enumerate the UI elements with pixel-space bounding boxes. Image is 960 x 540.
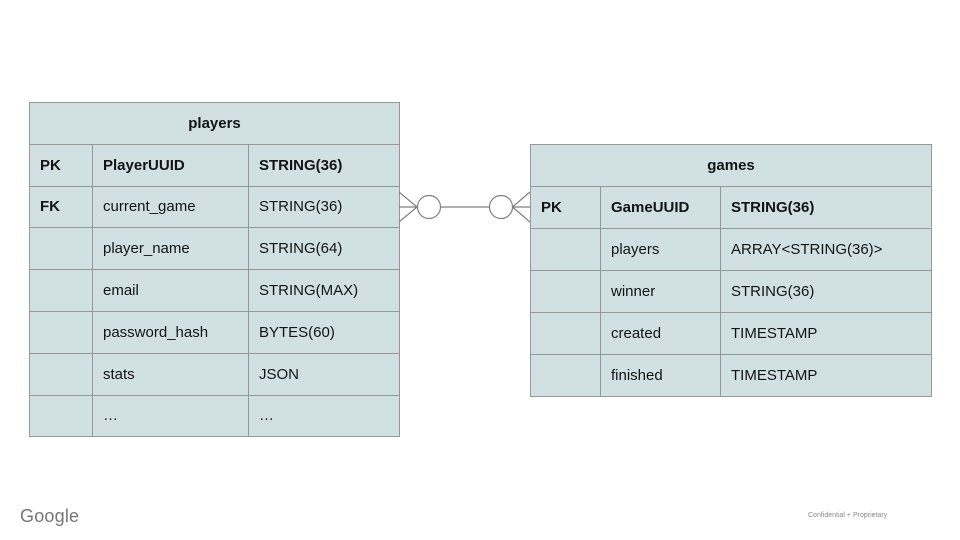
cell-type: JSON — [247, 352, 401, 396]
table-row: stats JSON — [29, 352, 401, 396]
cell-field: players — [600, 228, 721, 271]
zero-circle-left-icon — [416, 194, 442, 220]
cell-type: STRING(36) — [719, 186, 933, 229]
cell-field: stats — [92, 352, 249, 396]
games-table: games PK GameUUID STRING(36) players ARR… — [529, 144, 933, 397]
relationship-connector — [399, 191, 530, 223]
cell-key: PK — [530, 186, 601, 229]
cell-type: STRING(64) — [247, 227, 401, 271]
cell-field: player_name — [92, 227, 249, 271]
cell-type: STRING(36) — [247, 185, 401, 229]
cell-key — [530, 312, 601, 355]
cell-key — [29, 310, 93, 354]
cell-key — [530, 354, 601, 397]
cell-field: password_hash — [92, 310, 249, 354]
cell-field: email — [92, 269, 249, 312]
cell-key — [530, 270, 601, 313]
cell-field: PlayerUUID — [92, 143, 249, 187]
table-row: winner STRING(36) — [530, 270, 933, 313]
cell-key — [29, 227, 93, 271]
cell-type: TIMESTAMP — [719, 312, 933, 355]
cell-type: ARRAY<STRING(36)> — [719, 228, 933, 271]
cell-field: current_game — [92, 185, 249, 229]
table-row: FK current_game STRING(36) — [29, 185, 401, 229]
cell-key: PK — [29, 143, 93, 187]
cell-type: … — [247, 394, 401, 438]
cell-field: finished — [600, 354, 721, 397]
table-row: players ARRAY<STRING(36)> — [530, 228, 933, 271]
crows-foot-right-icon — [512, 191, 530, 223]
table-row: created TIMESTAMP — [530, 312, 933, 355]
cell-type: STRING(36) — [719, 270, 933, 313]
cell-field: … — [92, 394, 249, 438]
table-row: email STRING(MAX) — [29, 269, 401, 312]
table-row: … … — [29, 394, 401, 438]
cell-field: winner — [600, 270, 721, 313]
confidential-note: Confidential + Proprietary — [808, 512, 888, 519]
cell-key — [530, 228, 601, 271]
zero-circle-right-icon — [488, 194, 514, 220]
cell-field: created — [600, 312, 721, 355]
table-row: player_name STRING(64) — [29, 227, 401, 271]
table-row: password_hash BYTES(60) — [29, 310, 401, 354]
cell-key — [29, 394, 93, 438]
cell-type: STRING(36) — [247, 143, 401, 187]
players-table-title: players — [28, 102, 401, 145]
cell-key — [29, 269, 93, 312]
table-row: PK GameUUID STRING(36) — [530, 186, 933, 229]
players-table: players PK PlayerUUID STRING(36) FK curr… — [28, 102, 401, 438]
cell-field: GameUUID — [600, 186, 721, 229]
games-table-title: games — [529, 144, 933, 187]
players-title-row: players — [28, 102, 401, 145]
table-row: finished TIMESTAMP — [530, 354, 933, 397]
cell-type: BYTES(60) — [247, 310, 401, 354]
cell-type: STRING(MAX) — [247, 269, 401, 312]
games-title-row: games — [529, 144, 933, 187]
crows-foot-left-icon — [399, 191, 418, 223]
cell-key — [29, 352, 93, 396]
cell-key: FK — [29, 185, 93, 229]
cell-type: TIMESTAMP — [719, 354, 933, 397]
google-logo: Google — [20, 506, 80, 526]
table-row: PK PlayerUUID STRING(36) — [29, 143, 401, 187]
